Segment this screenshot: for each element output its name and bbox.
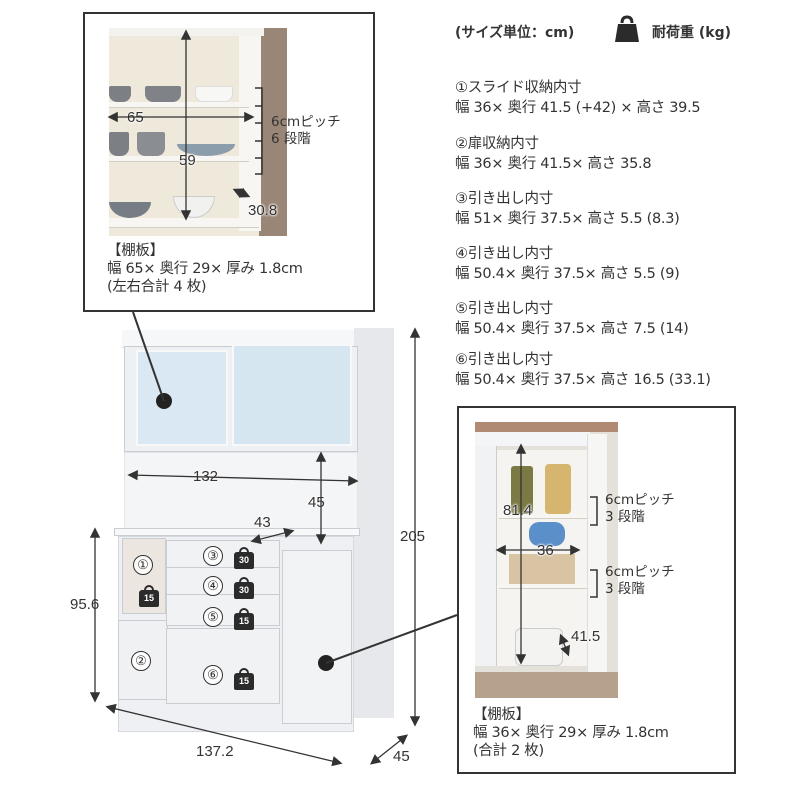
counter-depth-dim: 43 <box>254 514 271 531</box>
spec-value: 幅 50.4× 奥行 37.5× 高さ 5.5 (9) <box>455 266 680 282</box>
open-height-dim: 45 <box>308 494 325 511</box>
pitch-line: 6cmピッチ <box>605 564 675 580</box>
spec-title: ⑥引き出し内寸 <box>455 352 553 368</box>
spec-item-1: ①スライド収納内寸 幅 36× 奥行 41.5 (+42) × 高さ 39.5 <box>455 78 701 118</box>
total-height-dim: 205 <box>400 528 426 545</box>
compartment-3 <box>166 540 280 570</box>
upper-depth-dim: 30.8 <box>248 202 278 219</box>
shelf-pitch-note-lower: 6cmピッチ 3 段階 <box>605 564 675 598</box>
counter-height-dim: 95.6 <box>70 596 100 613</box>
lower-depth-dim: 41.5 <box>571 628 601 645</box>
spec-item-4: ④引き出し内寸 幅 50.4× 奥行 37.5× 高さ 5.5 (9) <box>455 244 680 284</box>
depth-dim: 45 <box>393 748 410 765</box>
spec-value: 幅 50.4× 奥行 37.5× 高さ 7.5 (14) <box>455 321 689 337</box>
pitch-line: 6cmピッチ <box>605 492 675 508</box>
load-badge-icon: 15 <box>139 585 159 607</box>
caption-title: 【棚板】 <box>107 243 164 259</box>
compartment-4 <box>166 567 280 595</box>
spec-value: 幅 36× 奥行 41.5× 高さ 35.8 <box>455 156 652 172</box>
compartment-number: ⑥ <box>203 665 223 685</box>
shelf-board-caption: 【棚板】 幅 65× 奥行 29× 厚み 1.8cm (左右合計 4 枚) <box>107 242 303 296</box>
open-counter-space <box>124 452 358 532</box>
spec-item-2: ②扉収納内寸 幅 36× 奥行 41.5× 高さ 35.8 <box>455 134 652 174</box>
compartment-number: ③ <box>203 546 223 566</box>
caption-size: 幅 65× 奥行 29× 厚み 1.8cm <box>107 261 303 277</box>
weight-bag-icon <box>615 15 639 42</box>
steps-line: 3 段階 <box>605 581 645 597</box>
spec-value: 幅 50.4× 奥行 37.5× 高さ 16.5 (33.1) <box>455 372 711 388</box>
steps-line: 3 段階 <box>605 509 645 525</box>
upper-cabinet-detail-box: 65 59 30.8 6cmピッチ 6 段階 【棚板】 幅 65× 奥行 29×… <box>83 12 375 312</box>
caption-count: (合計 2 枚) <box>473 743 544 759</box>
open-width-dim: 132 <box>193 468 219 485</box>
load-capacity-label: 耐荷重 (kg) <box>652 25 732 41</box>
steps-line: 6 段階 <box>271 131 311 147</box>
lower-shelf-photo <box>475 422 618 698</box>
spec-title: ⑤引き出し内寸 <box>455 301 553 317</box>
glass-door-left <box>136 350 228 446</box>
shelf-pitch-note-upper: 6cmピッチ 3 段階 <box>605 492 675 526</box>
spec-value: 幅 51× 奥行 37.5× 高さ 5.5 (8.3) <box>455 211 680 227</box>
compartment-5 <box>166 594 280 626</box>
shelf-pitch-note: 6cmピッチ 6 段階 <box>271 114 341 148</box>
spec-title: ③引き出し内寸 <box>455 191 553 207</box>
spec-title: ②扉収納内寸 <box>455 136 539 152</box>
callout-dot-lower <box>318 655 334 671</box>
caption-count: (左右合計 4 枚) <box>107 279 207 295</box>
caption-title: 【棚板】 <box>473 707 530 723</box>
total-width-dim: 137.2 <box>196 743 234 760</box>
load-badge-icon: 30 <box>234 547 254 569</box>
spec-title: ①スライド収納内寸 <box>455 80 582 96</box>
unit-label: (サイズ単位：cm) <box>455 25 575 41</box>
spec-title: ④引き出し内寸 <box>455 246 553 262</box>
compartment-number: ⑤ <box>203 607 223 627</box>
compartment-number: ④ <box>203 576 223 596</box>
caption-size: 幅 36× 奥行 29× 厚み 1.8cm <box>473 725 669 741</box>
compartment-6 <box>166 628 280 704</box>
spec-item-3: ③引き出し内寸 幅 51× 奥行 37.5× 高さ 5.5 (8.3) <box>455 189 680 229</box>
spec-item-5: ⑤引き出し内寸 幅 50.4× 奥行 37.5× 高さ 7.5 (14) <box>455 299 689 339</box>
right-cabinet-door <box>282 550 352 724</box>
callout-dot-upper <box>156 393 172 409</box>
load-badge-icon: 15 <box>234 608 254 630</box>
spec-value: 幅 36× 奥行 41.5 (+42) × 高さ 39.5 <box>455 100 701 116</box>
load-badge-icon: 30 <box>234 577 254 599</box>
compartment-number: ① <box>133 555 153 575</box>
shelf-board-caption: 【棚板】 幅 36× 奥行 29× 厚み 1.8cm (合計 2 枚) <box>473 706 669 760</box>
load-badge-icon: 15 <box>234 668 254 690</box>
compartment-number: ② <box>131 651 151 671</box>
glass-door-right <box>232 344 352 446</box>
spec-item-6: ⑥引き出し内寸 幅 50.4× 奥行 37.5× 高さ 16.5 (33.1) <box>455 350 711 390</box>
pitch-line: 6cmピッチ <box>271 114 341 130</box>
